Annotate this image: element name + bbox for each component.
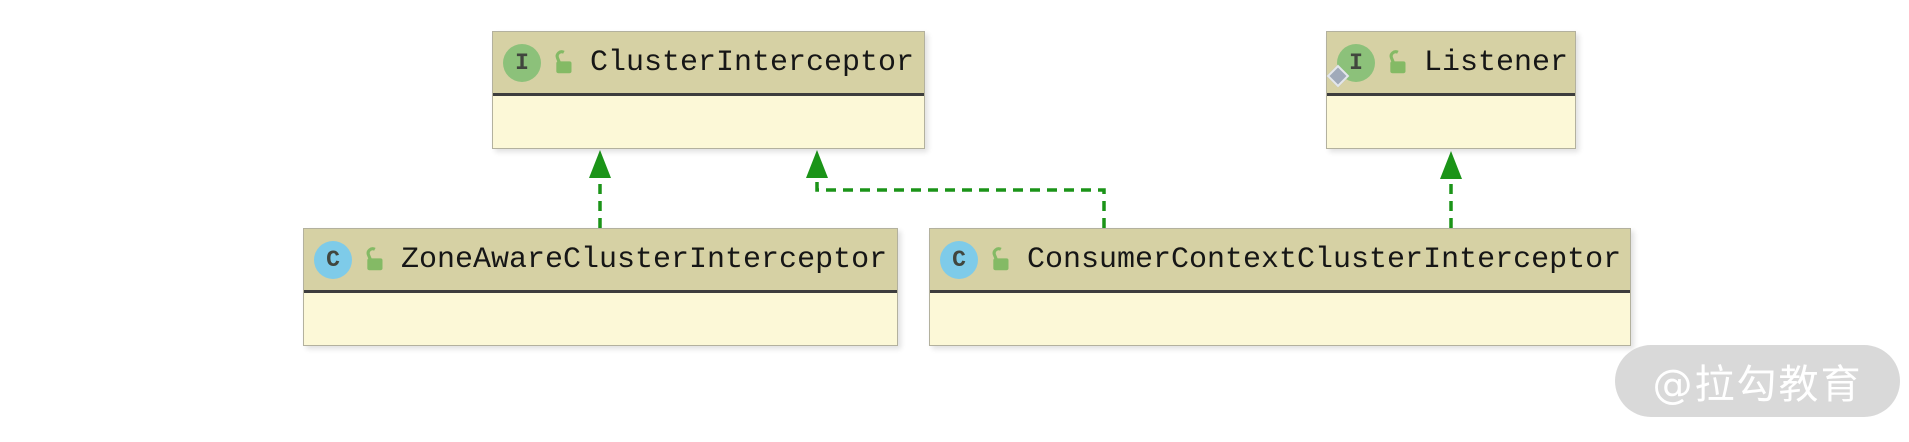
interface-icon: I — [503, 43, 541, 82]
unlocked-icon — [366, 247, 383, 271]
class-name-label: ClusterInterceptor — [590, 45, 915, 80]
functional-interface-badge-icon — [1326, 64, 1350, 87]
node-listener[interactable]: I Listener — [1326, 31, 1576, 149]
node-header: I ClusterInterceptor — [493, 32, 924, 96]
unlocked-icon — [555, 50, 572, 74]
class-icon-letter: C — [326, 246, 340, 273]
class-icon: C — [940, 240, 978, 279]
realization-edge-consumercontext-to-listener — [1440, 151, 1462, 228]
node-header: C ZoneAwareClusterInterceptor — [304, 229, 897, 293]
class-icon-letter: C — [952, 246, 966, 273]
interface-icon-letter: I — [515, 49, 529, 76]
class-icon: C — [314, 240, 352, 279]
arrowhead-icon — [589, 150, 611, 178]
class-name-label: ConsumerContextClusterInterceptor — [1027, 242, 1622, 277]
node-header: I Listener — [1326, 32, 1575, 96]
unlocked-icon — [1389, 50, 1406, 74]
interface-icon: I — [1326, 43, 1375, 87]
node-body — [930, 293, 1630, 345]
node-header: C ConsumerContextClusterInterceptor — [930, 229, 1630, 293]
node-clusterinterceptor[interactable]: I ClusterInterceptor — [492, 31, 925, 149]
watermark-text: @拉勾教育 — [1652, 362, 1863, 408]
arrowhead-icon — [806, 150, 828, 178]
realization-edge-consumercontext-to-clusterinterceptor — [806, 150, 1106, 228]
interface-icon-letter: I — [1349, 49, 1363, 76]
watermark-badge: @拉勾教育 — [1615, 345, 1900, 417]
class-name-label: ZoneAwareClusterInterceptor — [401, 242, 888, 277]
node-consumercontextclusterinterceptor[interactable]: C ConsumerContextClusterInterceptor — [929, 228, 1631, 346]
node-body — [304, 293, 897, 345]
node-body — [1327, 96, 1575, 148]
arrowhead-icon — [1440, 151, 1462, 179]
node-zoneawareclusterinterceptor[interactable]: C ZoneAwareClusterInterceptor — [303, 228, 898, 346]
class-name-label: Listener — [1424, 45, 1569, 80]
node-body — [493, 96, 924, 148]
realization-edge-zoneaware-to-clusterinterceptor — [589, 150, 611, 228]
unlocked-icon — [992, 247, 1009, 271]
